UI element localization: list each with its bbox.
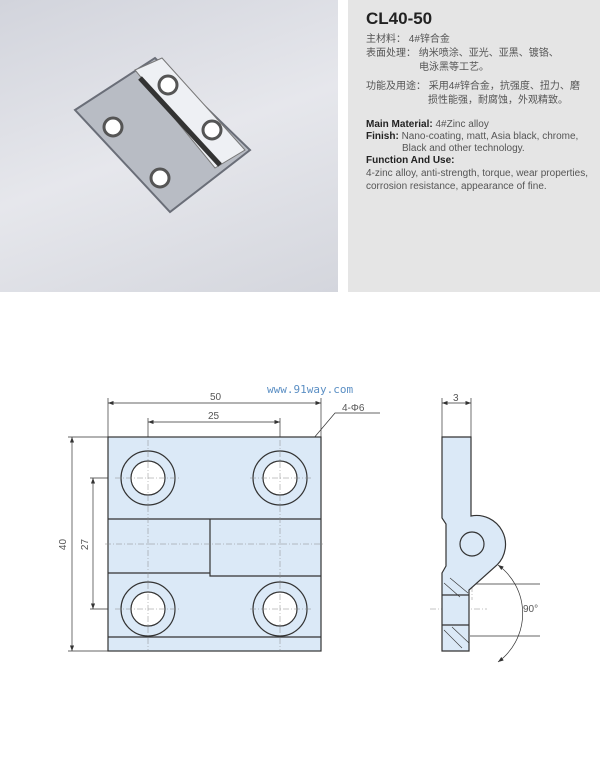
spec-panel: CL40-50 主材料： 4#锌合金 表面处理： 纳米喷涂、亚光、亚黑、镀铬、 … bbox=[348, 0, 600, 292]
en-finish-value-2: Black and other technology. bbox=[402, 143, 525, 154]
cn-use-label: 功能及用途： bbox=[366, 81, 426, 92]
cn-use-value-1: 采用4#锌合金，抗强度、扭力、磨 bbox=[428, 81, 580, 92]
en-use-value: 4-zinc alloy, anti-strength, torque, wea… bbox=[366, 168, 588, 192]
model-title: CL40-50 bbox=[366, 9, 433, 28]
cn-finish-value-1: 纳米喷涂、亚光、亚黑、镀铬、 bbox=[418, 48, 559, 59]
cn-finish-label: 表面处理： bbox=[366, 48, 416, 59]
hinge-photo-icon bbox=[73, 56, 252, 214]
watermark: www.91way.com bbox=[267, 383, 354, 396]
dim-holes: 4-Φ6 bbox=[342, 403, 365, 414]
product-photo bbox=[0, 0, 338, 292]
en-use-label: Function And Use: bbox=[366, 155, 455, 166]
dim-width: 50 bbox=[210, 392, 222, 403]
en-material-value: 4#Zinc alloy bbox=[435, 119, 489, 130]
cn-finish-value-2: 电泳黑等工艺。 bbox=[419, 62, 489, 73]
cn-material-label: 主材料： bbox=[366, 34, 406, 45]
dim-hole-spacing-x: 25 bbox=[208, 411, 220, 422]
en-material-label: Main Material: bbox=[366, 119, 433, 130]
dim-thickness: 3 bbox=[453, 393, 459, 404]
dim-hole-spacing-y: 27 bbox=[80, 538, 92, 551]
dim-height: 40 bbox=[58, 538, 70, 551]
cn-use-value-2: 损性能强，耐腐蚀，外观精致。 bbox=[428, 95, 568, 106]
cn-material-value: 4#锌合金 bbox=[408, 34, 450, 45]
en-finish-label: Finish: bbox=[366, 131, 399, 142]
en-finish-value-1: Nano-coating, matt, Asia black, chrome, bbox=[401, 131, 579, 142]
side-view bbox=[441, 436, 507, 652]
dim-angle: 90° bbox=[523, 604, 539, 615]
